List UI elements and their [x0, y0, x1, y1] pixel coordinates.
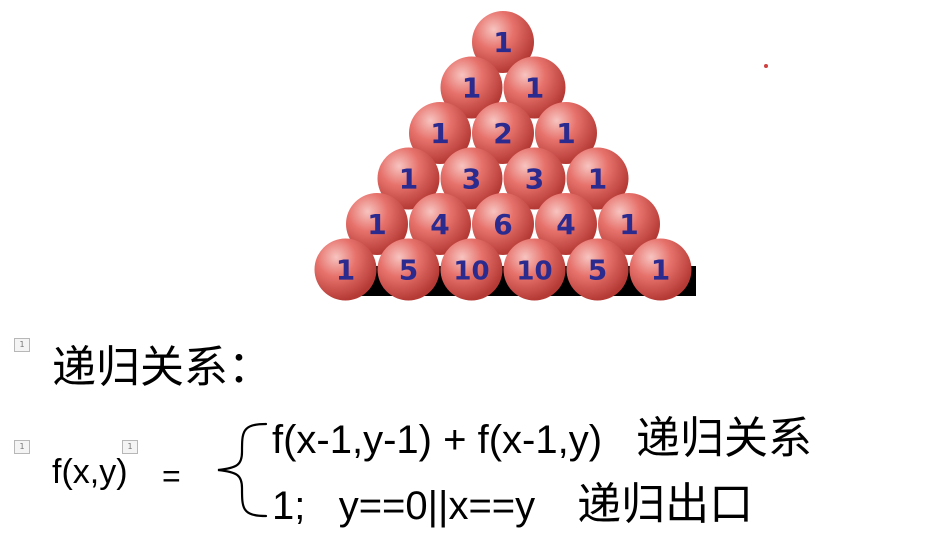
ball-r5-c1	[377, 238, 440, 301]
ball-number-r2-c0: 1	[430, 117, 449, 150]
ball-number-r5-c4: 5	[588, 254, 607, 287]
ball-number-r3-c1: 3	[462, 163, 481, 196]
ball-number-r4-c0: 1	[367, 208, 386, 241]
ball-number-r3-c3: 1	[588, 163, 607, 196]
ball-number-r2-c2: 1	[556, 117, 575, 150]
ball-number-r1-c1: 1	[525, 72, 544, 105]
ball-number-r5-c2: 10	[453, 257, 489, 287]
ball-r4-c3	[535, 193, 597, 255]
ball-r2-c2	[535, 102, 597, 164]
ball-r2-c0	[409, 102, 471, 164]
case-base: 1; y==0||x==y 递归出口	[272, 480, 753, 531]
equals-sign: =	[162, 458, 181, 494]
ball-number-r5-c1: 5	[399, 254, 418, 287]
ball-r5-c3	[503, 238, 566, 301]
case-recursive-expression: f(x-1,y-1) + f(x-1,y)	[272, 418, 603, 462]
ball-number-r3-c2: 3	[525, 163, 544, 196]
ball-r4-c4	[598, 193, 660, 255]
ball-number-r2-c1: 2	[493, 117, 512, 150]
ball-number-r1-c0: 1	[462, 72, 481, 105]
ball-r5-c4	[566, 238, 629, 301]
ball-number-r5-c3: 10	[516, 257, 552, 287]
bullet-marker-heading: 1	[14, 338, 30, 352]
ball-r5-c5	[629, 238, 692, 301]
red-dot-mark	[764, 64, 768, 68]
ball-r3-c0	[377, 147, 440, 210]
ball-r3-c3	[566, 147, 629, 210]
ball-r1-c1	[503, 56, 566, 119]
case-base-expression: 1; y==0||x==y	[272, 484, 536, 528]
ball-r2-c1	[472, 102, 534, 164]
case-recursive: f(x-1,y-1) + f(x-1,y) 递归关系	[272, 414, 812, 465]
ball-r5-c0	[314, 238, 377, 301]
ball-number-r3-c0: 1	[399, 163, 418, 196]
ball-r4-c1	[409, 193, 471, 255]
heading-recursion-relation: 递归关系：	[52, 342, 272, 393]
case-base-label: 递归出口	[577, 479, 754, 530]
ball-r0-c0	[472, 11, 534, 73]
ball-r3-c1	[440, 147, 503, 210]
ball-number-r5-c5: 1	[651, 254, 670, 287]
case-recursive-label: 递归关系	[636, 413, 813, 464]
ball-number-r4-c1: 4	[430, 208, 449, 241]
ball-number-r0-c0: 1	[493, 26, 512, 59]
ball-r4-c0	[346, 193, 408, 255]
ball-number-r4-c4: 1	[619, 208, 638, 241]
ball-r1-c0	[440, 56, 503, 119]
left-brace-icon	[217, 422, 268, 518]
function-lhs: f(x,y)	[52, 453, 128, 491]
ball-r4-c2	[472, 193, 534, 255]
bullet-marker-formula: 1	[14, 440, 30, 454]
ball-r3-c2	[503, 147, 566, 210]
ball-r5-c2	[440, 238, 503, 301]
ball-number-r5-c0: 1	[336, 254, 355, 287]
ball-number-r4-c3: 4	[556, 208, 575, 241]
ball-number-r4-c2: 6	[493, 208, 512, 241]
anchor-marker: 1	[122, 440, 138, 454]
